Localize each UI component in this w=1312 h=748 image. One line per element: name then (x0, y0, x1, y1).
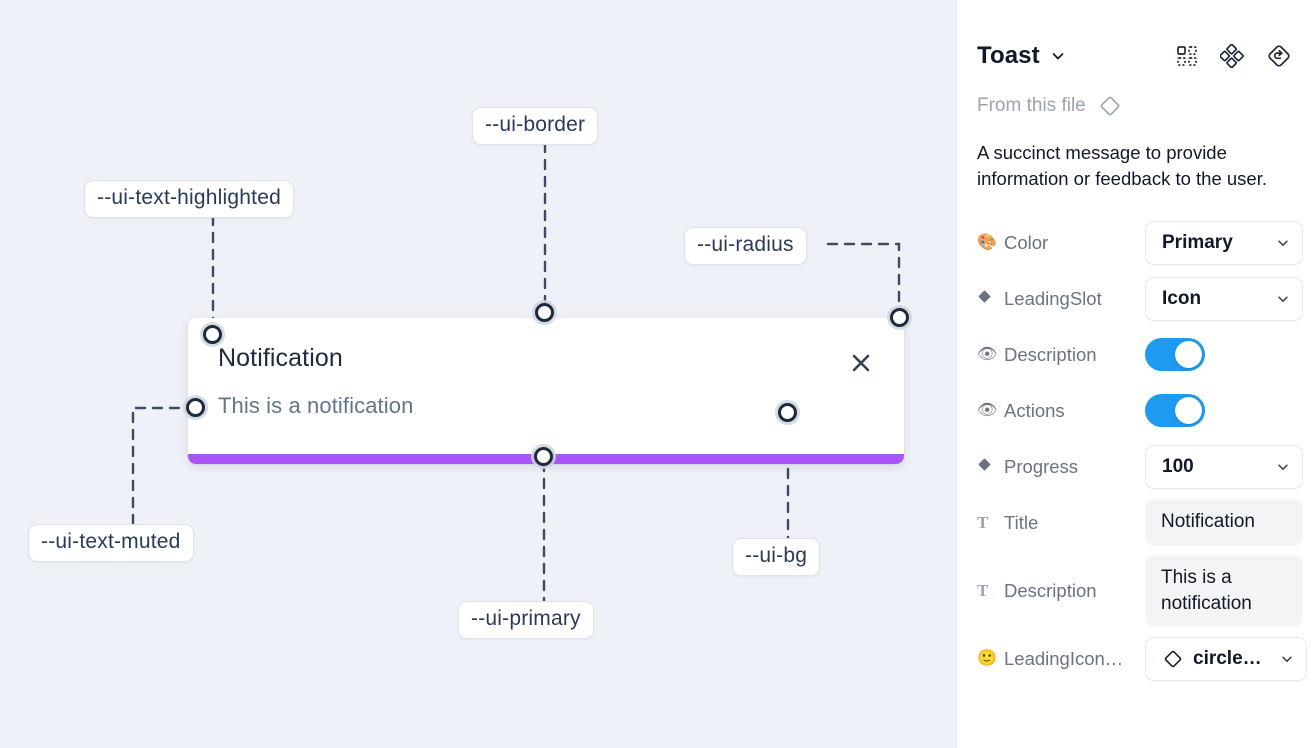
title-input[interactable]: Notification (1145, 499, 1303, 546)
property-row-leadingicon: 🙂 LeadingIcon… circle… (977, 635, 1307, 683)
leadingslot-select[interactable]: Icon (1145, 276, 1303, 321)
diamond-filled-icon (977, 289, 995, 308)
leadingicon-select-value: circle… (1193, 647, 1262, 669)
chevron-down-icon (1280, 652, 1294, 666)
palette-emoji-icon: 🎨 (977, 233, 997, 251)
description-input[interactable]: This is a notification (1145, 554, 1303, 627)
property-row-actions-toggle: 👁 Actions (977, 387, 1292, 435)
annotation-label-text-muted[interactable]: --ui-text-muted (28, 524, 194, 562)
text-type-icon: T (977, 580, 989, 600)
property-label-color: 🎨 Color (977, 232, 1145, 254)
component-grid-icon[interactable] (1176, 45, 1198, 67)
color-select[interactable]: Primary (1145, 220, 1303, 265)
color-select-value: Primary (1162, 231, 1233, 253)
toast-component[interactable]: Notification This is a notification (188, 318, 904, 464)
property-row-leadingslot: LeadingSlot Icon (977, 275, 1303, 323)
annotation-dot-text-muted[interactable] (186, 398, 205, 417)
property-label-text: Actions (1004, 399, 1065, 421)
toast-title: Notification (218, 344, 343, 372)
text-type-icon: T (977, 512, 989, 532)
toast-description: This is a notification (218, 393, 414, 418)
reset-instance-icon[interactable] (1266, 43, 1292, 69)
annotation-dot-primary[interactable] (534, 447, 553, 466)
properties-panel: Toast (956, 0, 1312, 748)
property-label-actions: 👁 Actions (977, 400, 1145, 422)
annotation-label-border[interactable]: --ui-border (472, 107, 599, 145)
chevron-down-icon (1276, 292, 1290, 306)
panel-header: Toast (977, 28, 1292, 84)
component-description: A succinct message to provide informatio… (977, 142, 1268, 190)
property-row-color: 🎨 Color Primary (977, 219, 1303, 267)
property-label-progress: Progress (977, 456, 1145, 478)
eye-emoji-icon: 👁 (977, 345, 998, 363)
property-list: 🎨 Color Primary (977, 219, 1307, 683)
from-this-file-row[interactable]: From this file (977, 94, 1292, 118)
annotation-label-bg[interactable]: --ui-bg (732, 538, 821, 576)
property-label-description: 👁 Description (977, 344, 1145, 366)
property-row-progress: Progress 100 (977, 443, 1303, 491)
property-label-title: T Title (977, 512, 1145, 534)
annotation-dot-border[interactable] (535, 303, 554, 322)
property-row-description-text: T Description This is a notification (977, 554, 1303, 627)
panel-header-icons (1176, 43, 1292, 69)
annotation-dot-bg[interactable] (778, 403, 797, 422)
eye-emoji-icon: 👁 (977, 401, 998, 419)
chevron-down-icon[interactable] (1050, 48, 1066, 64)
property-label-leadingslot: LeadingSlot (977, 288, 1145, 310)
annotation-dot-radius[interactable] (890, 308, 909, 327)
property-label-text: Description (1004, 343, 1097, 365)
leadingslot-select-value: Icon (1162, 287, 1202, 309)
property-label-text: Description (1004, 579, 1097, 601)
variants-cluster-icon[interactable] (1220, 44, 1244, 68)
from-this-file-label: From this file (977, 95, 1086, 116)
annotation-dot-text-highlighted[interactable] (203, 325, 222, 344)
actions-toggle[interactable] (1145, 394, 1205, 428)
smiley-emoji-icon: 🙂 (977, 649, 997, 667)
property-row-title: T Title Notification (977, 499, 1303, 547)
property-label-leadingicon: 🙂 LeadingIcon… (977, 648, 1145, 670)
annotation-label-radius[interactable]: --ui-radius (684, 227, 807, 265)
diamond-component-icon (1162, 648, 1184, 670)
diamond-component-icon (1098, 94, 1122, 118)
progress-select[interactable]: 100 (1145, 444, 1303, 489)
property-label-text: Title (1004, 511, 1039, 533)
chevron-down-icon (1276, 460, 1290, 474)
property-label-description-text: T Description (977, 580, 1145, 602)
annotation-label-primary[interactable]: --ui-primary (458, 601, 594, 639)
close-x-icon[interactable] (846, 348, 876, 378)
property-label-text: LeadingIcon… (1004, 647, 1124, 669)
description-toggle[interactable] (1145, 338, 1205, 372)
progress-select-value: 100 (1162, 455, 1194, 477)
property-label-text: Progress (1004, 455, 1079, 477)
panel-title: Toast (977, 42, 1040, 69)
design-canvas[interactable]: Notification This is a notification --ui… (0, 0, 956, 748)
toggle-knob (1175, 341, 1202, 369)
property-label-text: Color (1004, 231, 1049, 253)
diamond-filled-icon (977, 457, 995, 476)
toggle-knob (1175, 397, 1202, 425)
leadingicon-select[interactable]: circle… (1145, 636, 1307, 681)
property-label-text: LeadingSlot (1004, 287, 1102, 309)
property-row-description-toggle: 👁 Description (977, 331, 1292, 379)
chevron-down-icon (1276, 236, 1290, 250)
annotation-label-text-highlighted[interactable]: --ui-text-highlighted (84, 180, 294, 218)
